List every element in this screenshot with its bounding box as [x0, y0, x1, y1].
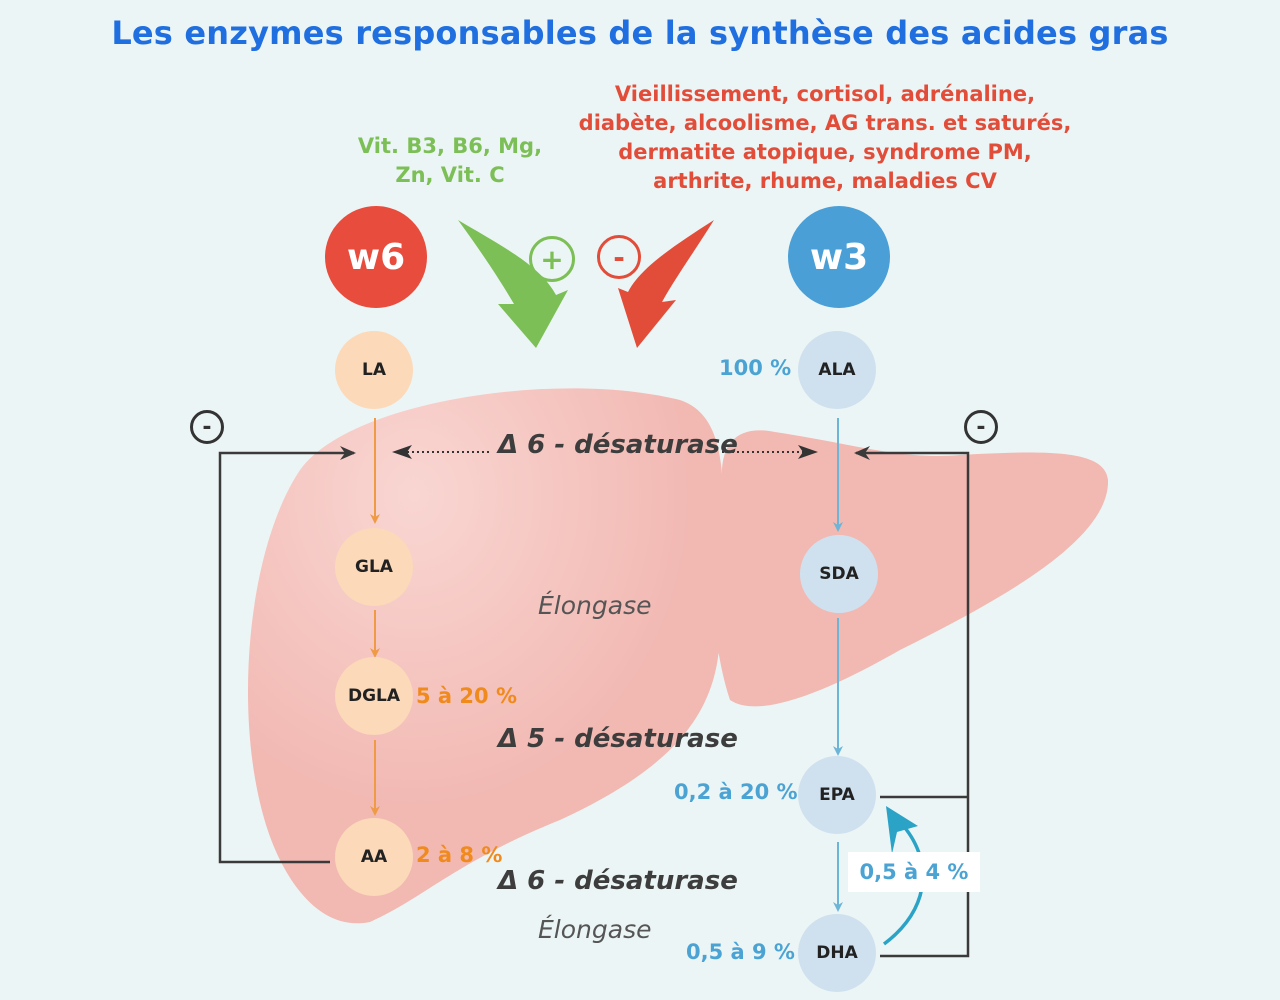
- node-epa: EPA: [798, 756, 876, 834]
- liver-left-lobe: [247, 388, 724, 924]
- w3-feedback-loop: [854, 446, 970, 958]
- negative-factors-line: diabète, alcoolisme, AG trans. et saturé…: [578, 111, 1072, 135]
- negative-factors-line: Vieillissement, cortisol, adrénaline,: [614, 82, 1036, 106]
- w3-badge: w3: [788, 206, 890, 308]
- node-dha: DHA: [798, 914, 876, 992]
- pct-dha-to-epa: 0,5 à 4 %: [848, 852, 980, 892]
- node-sda: SDA: [800, 535, 878, 613]
- enzyme-delta6-bottom: Δ 6 - désaturase: [498, 866, 738, 896]
- negative-factors-line: dermatite atopique, syndrome PM,: [618, 140, 1032, 164]
- enzyme-delta6-top: Δ 6 - désaturase: [498, 430, 738, 460]
- w6-badge: w6: [325, 206, 427, 308]
- pct-dgla: 5 à 20 %: [416, 684, 517, 708]
- dotted-arrowhead-left: [392, 445, 412, 459]
- plus-icon: +: [529, 236, 575, 282]
- feedback-minus-icon-w3: -: [964, 410, 998, 444]
- negative-factors-line: arthrite, rhume, maladies CV: [653, 169, 997, 193]
- node-la: LA: [335, 331, 413, 409]
- node-ala: ALA: [798, 331, 876, 409]
- page-title: Les enzymes responsables de la synthèse …: [111, 14, 1169, 52]
- pct-dha: 0,5 à 9 %: [686, 940, 795, 964]
- dotted-arrowhead-right: [798, 445, 818, 459]
- enzyme-delta5: Δ 5 - désaturase: [498, 724, 738, 754]
- node-dgla: DGLA: [335, 657, 413, 735]
- node-aa: AA: [335, 818, 413, 896]
- pct-aa: 2 à 8 %: [416, 843, 503, 867]
- retroconversion-arrowhead: [886, 806, 918, 854]
- minus-icon: -: [597, 235, 641, 279]
- enzyme-elongase-1: Élongase: [538, 591, 652, 620]
- feedback-minus-icon-w6: -: [190, 410, 224, 444]
- liver-right-lobe: [711, 430, 1109, 707]
- negative-arrow: [618, 220, 714, 348]
- positive-factors: Vit. B3, B6, Mg, Zn, Vit. C: [330, 132, 570, 190]
- positive-factors-line: Vit. B3, B6, Mg,: [357, 134, 543, 158]
- enzyme-elongase-2: Élongase: [538, 915, 652, 944]
- positive-factors-line: Zn, Vit. C: [395, 163, 505, 187]
- w6-feedback-loop: [218, 446, 356, 864]
- positive-arrow: [458, 220, 568, 348]
- node-gla: GLA: [335, 528, 413, 606]
- pct-epa: 0,2 à 20 %: [674, 780, 798, 804]
- pct-ala: 100 %: [719, 356, 792, 380]
- negative-factors: Vieillissement, cortisol, adrénaline, di…: [560, 80, 1090, 196]
